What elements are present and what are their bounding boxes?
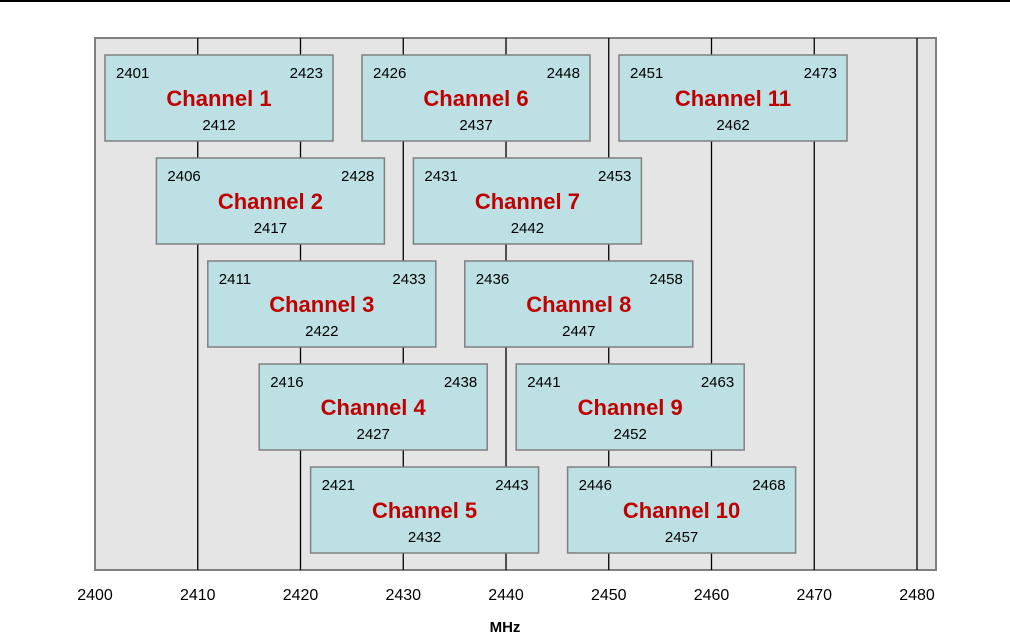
channel-6-high-frequency: 2448 (547, 65, 580, 82)
x-tick-label-2480: 2480 (899, 587, 935, 604)
channel-9-center-frequency: 2452 (614, 426, 647, 443)
channel-11-high-frequency: 2473 (804, 65, 837, 82)
x-tick-label-2470: 2470 (796, 587, 832, 604)
channel-10-low-frequency: 2446 (579, 477, 612, 494)
channel-2-label: Channel 2 (218, 189, 323, 214)
channel-11-box (618, 54, 848, 142)
channel-4-high-frequency: 2438 (444, 374, 477, 391)
x-axis-ticks: 2400 2410 2420 2430 2440 2450 2460 2470 2480 (77, 587, 935, 604)
channel-3-label: Channel 3 (269, 292, 374, 317)
x-tick-label-2430: 2430 (385, 587, 421, 604)
channel-5-high-frequency: 2443 (495, 477, 528, 494)
channel-1-high-frequency: 2423 (290, 65, 323, 82)
channel-5-label: Channel 5 (372, 498, 477, 523)
channel-1-label: Channel 1 (166, 86, 271, 111)
channel-11-center-frequency: 2462 (716, 117, 749, 134)
channel-7-low-frequency: 2431 (424, 168, 457, 185)
channel-9-box (515, 363, 745, 451)
channel-8-low-frequency: 2436 (476, 271, 509, 288)
channel-11-low-frequency: 2451 (630, 65, 663, 82)
channel-9-label: Channel 9 (578, 395, 683, 420)
x-tick-label-2450: 2450 (591, 587, 627, 604)
channel-10-center-frequency: 2457 (665, 529, 698, 546)
channel-4-center-frequency: 2427 (357, 426, 390, 443)
x-tick-label-2420: 2420 (283, 587, 319, 604)
channel-6-box (361, 54, 591, 142)
channel-5-center-frequency: 2432 (408, 529, 441, 546)
channel-11-label: Channel 11 (675, 86, 791, 111)
channel-9-high-frequency: 2463 (701, 374, 734, 391)
channel-10-label: Channel 10 (623, 498, 740, 523)
x-tick-label-2410: 2410 (180, 587, 216, 604)
channel-7-center-frequency: 2442 (511, 220, 544, 237)
channel-8-label: Channel 8 (526, 292, 631, 317)
channel-1-low-frequency: 2401 (116, 65, 149, 82)
channel-9-low-frequency: 2441 (527, 374, 560, 391)
channel-2-low-frequency: 2406 (167, 168, 200, 185)
channel-4-label: Channel 4 (321, 395, 427, 420)
channel-8-high-frequency: 2458 (649, 271, 682, 288)
channel-4-low-frequency: 2416 (270, 374, 303, 391)
channel-6-center-frequency: 2437 (459, 117, 492, 134)
channel-3-center-frequency: 2422 (305, 323, 338, 340)
channel-3-high-frequency: 2433 (392, 271, 425, 288)
channel-3-low-frequency: 2411 (219, 271, 251, 288)
channel-2-box (155, 157, 386, 245)
x-tick-label-2400: 2400 (77, 587, 113, 604)
channel-8-center-frequency: 2447 (562, 323, 595, 340)
x-tick-label-2460: 2460 (694, 587, 730, 604)
channel-5-low-frequency: 2421 (322, 477, 355, 494)
channel-1-center-frequency: 2412 (202, 117, 235, 134)
channel-10-box (566, 466, 797, 554)
channel-6-label: Channel 6 (423, 86, 528, 111)
channel-10-high-frequency: 2468 (752, 477, 785, 494)
x-tick-label-2440: 2440 (488, 587, 524, 604)
channel-7-high-frequency: 2453 (598, 168, 631, 185)
channel-4-box (258, 363, 488, 451)
channel-5-box (309, 466, 540, 554)
x-axis-title: MHz (490, 619, 521, 635)
channel-1-box (104, 54, 334, 142)
channel-3-box (207, 260, 437, 348)
channel-8-box (464, 260, 694, 348)
channel-7-box (412, 157, 643, 245)
top-rule (0, 0, 1010, 2)
channel-7-label: Channel 7 (475, 189, 580, 214)
channel-2-center-frequency: 2417 (254, 220, 287, 237)
channel-2-high-frequency: 2428 (341, 168, 374, 185)
channel-6-low-frequency: 2426 (373, 65, 406, 82)
